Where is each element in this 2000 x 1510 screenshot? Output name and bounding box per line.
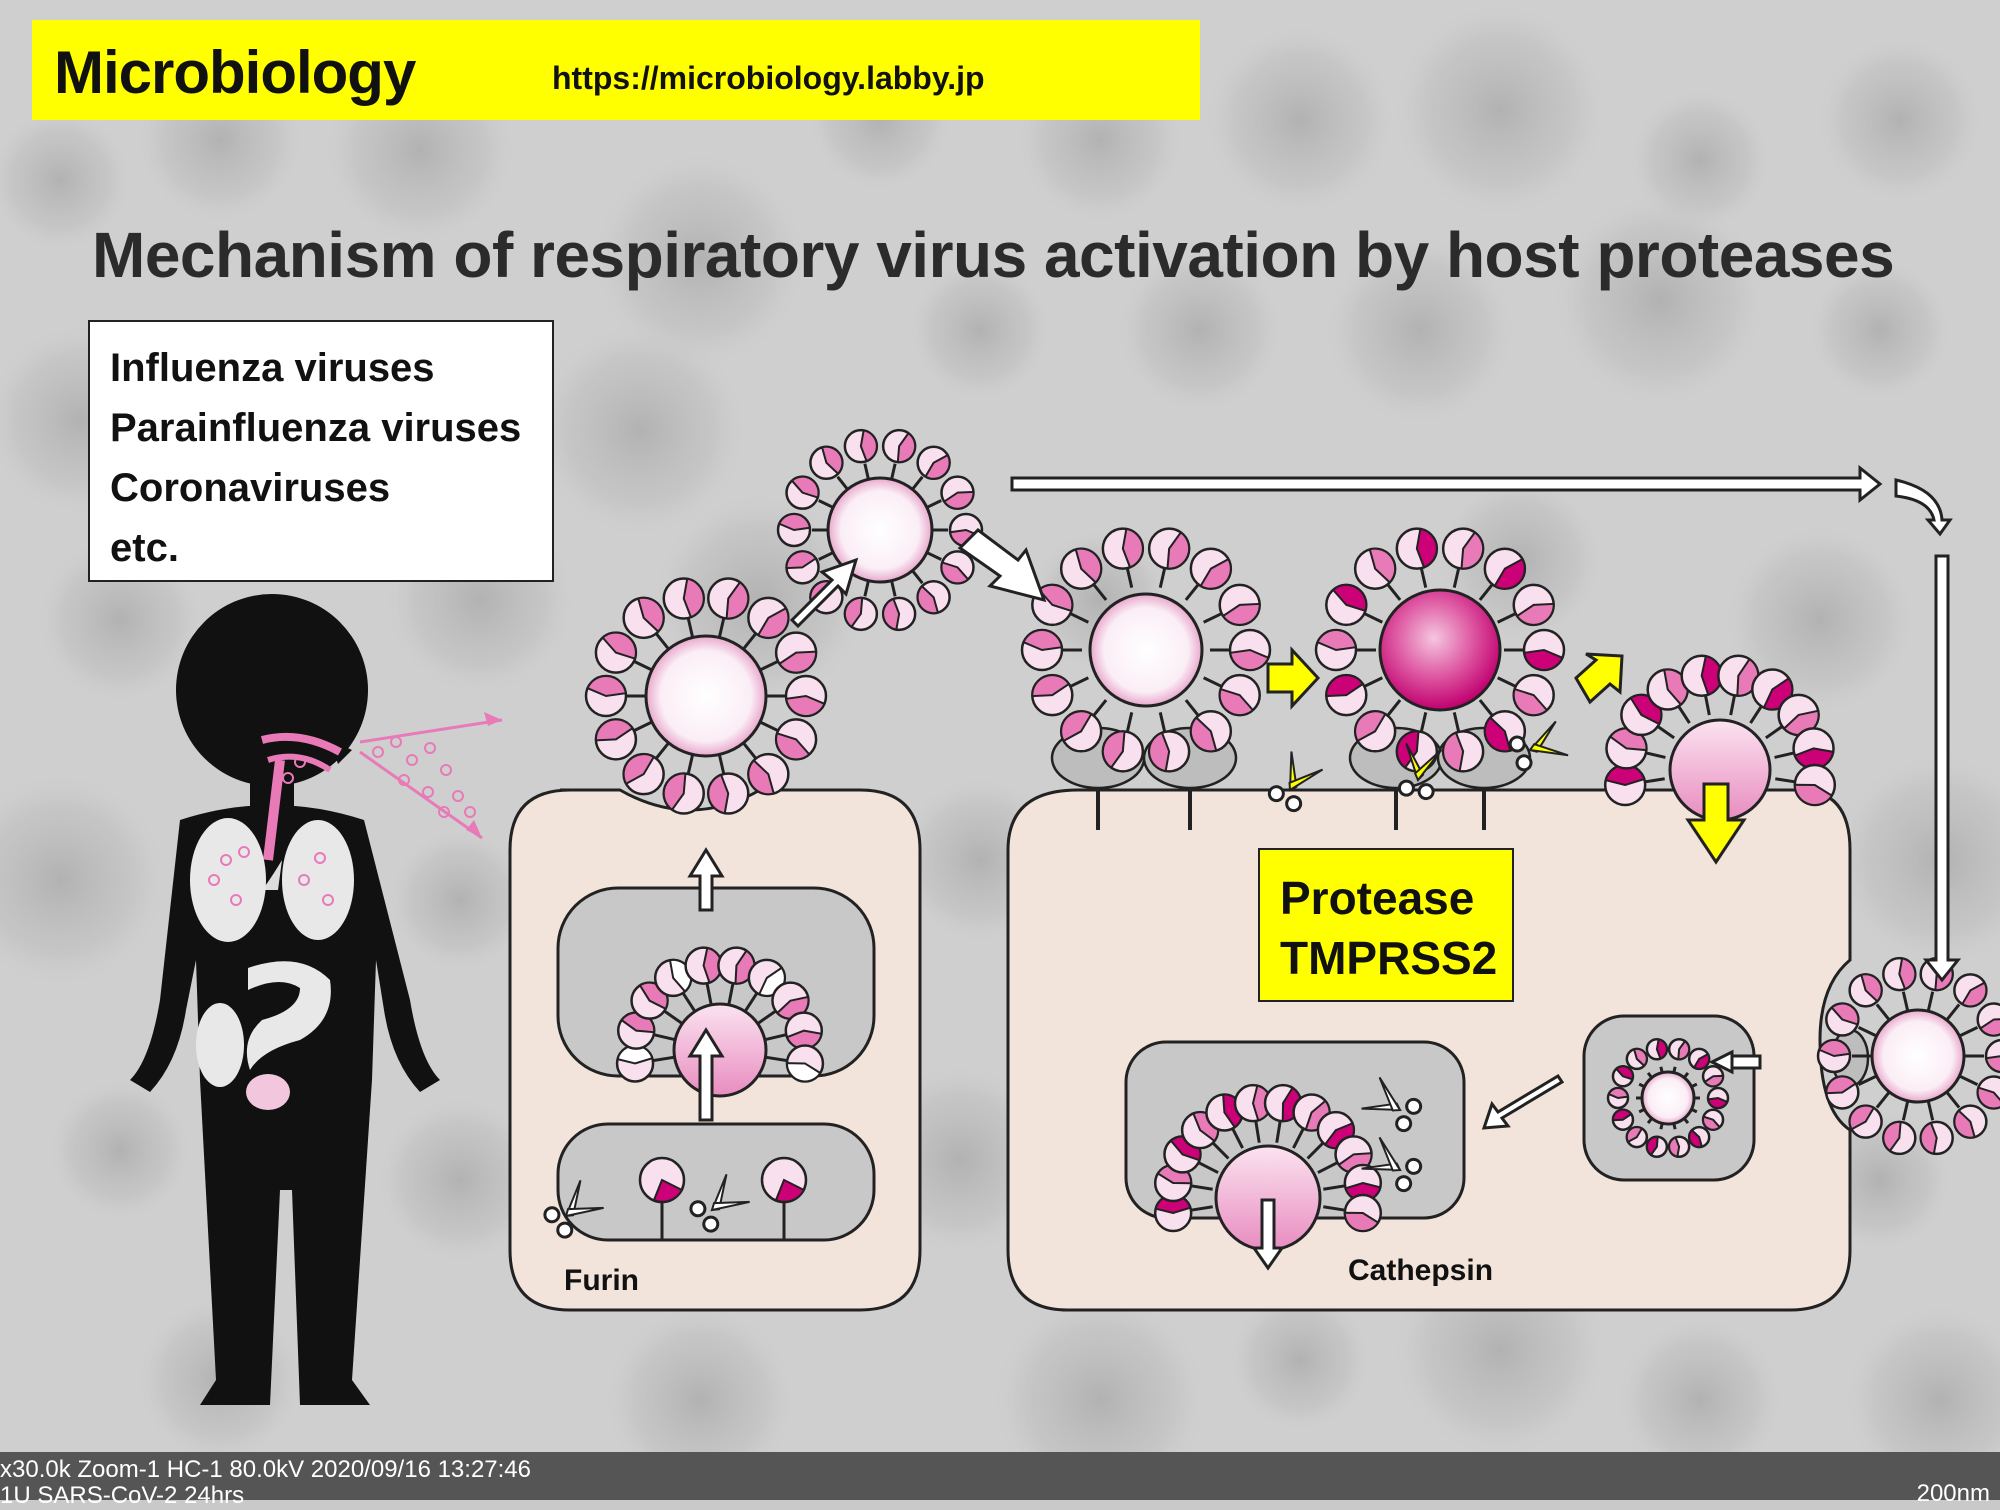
site-url-link[interactable]: https://microbiology.labby.jp [552, 60, 985, 96]
site-header: Microbiology https://microbiology.labby.… [32, 20, 1200, 120]
virus-golgi-precursor [615, 946, 825, 1098]
furin-compartment [556, 1122, 876, 1242]
virus-budding [584, 577, 828, 815]
virus-early-endosome [1606, 1038, 1730, 1158]
virus-list-item: Coronaviruses [110, 466, 391, 510]
virus-list-box: Influenza viruses Parainfluenza viruses … [88, 320, 554, 582]
protease-scissors-icon [543, 1179, 604, 1239]
furin-label: Furin [564, 1264, 639, 1297]
protease-scissors-icon [1397, 742, 1443, 801]
micrograph-meta-line1: x30.0k Zoom-1 HC-1 80.0kV 2020/09/16 13:… [0, 1456, 531, 1483]
cathepsin-label: Cathepsin [1348, 1254, 1494, 1287]
protease-scissors-icon [689, 1173, 750, 1233]
virus-list-item: etc. [110, 526, 179, 570]
protease-tmprss2-box: Protease TMPRSS2 [1258, 848, 1514, 1002]
flow-arrows [687, 464, 1962, 1271]
micrograph-meta-line2: 1U SARS-CoV-2 24hrs [0, 1482, 245, 1509]
virus-list-item: Parainfluenza viruses [110, 406, 522, 450]
activation-arrows [1266, 646, 1747, 865]
virus-late-endosome [1153, 1083, 1383, 1252]
protease-label: Protease [1280, 872, 1475, 924]
virus-fusing [1603, 654, 1837, 822]
protease-scissors-icon [1361, 1076, 1423, 1133]
protease-scissors-icon [1508, 720, 1569, 772]
brand-title: Microbiology [54, 39, 416, 106]
precursor-spikes [638, 1156, 808, 1240]
virus-released [776, 428, 984, 632]
protease-scissors-icon [1267, 751, 1324, 813]
scale-bar-label: 200nm [1916, 1480, 1990, 1507]
tmprss2-label: TMPRSS2 [1280, 932, 1498, 984]
protease-scissors-icon [1361, 1136, 1423, 1193]
micrograph-info-bar: x30.0k Zoom-1 HC-1 80.0kV 2020/09/16 13:… [0, 1452, 2000, 1509]
virus-list-item: Influenza viruses [110, 346, 435, 390]
virus-activated [1314, 527, 1566, 773]
child-silhouette [130, 594, 503, 1405]
page-title: Mechanism of respiratory virus activatio… [92, 219, 1895, 291]
virus-attached [1020, 527, 1272, 773]
